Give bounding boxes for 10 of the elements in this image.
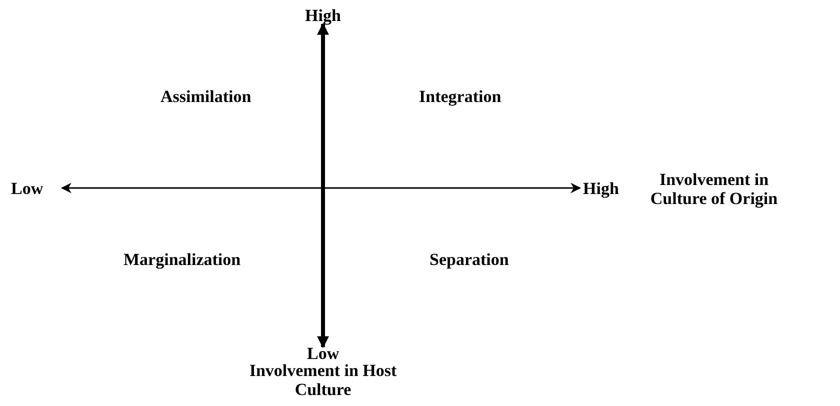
axis-end-label: Low xyxy=(11,179,44,198)
axis-title: Involvement in Culture of Origin xyxy=(649,170,779,208)
quadrant-label: Marginalization xyxy=(124,250,241,269)
quadrant-label: Assimilation xyxy=(160,87,252,106)
axis-title: Involvement in Host Culture xyxy=(248,361,398,399)
quadrant-label: Integration xyxy=(419,87,502,106)
axis-end-label: High xyxy=(583,179,619,198)
axis-end-label: Low xyxy=(307,344,340,363)
quadrant-label: Separation xyxy=(430,250,509,269)
axis-end-label: High xyxy=(305,6,341,25)
